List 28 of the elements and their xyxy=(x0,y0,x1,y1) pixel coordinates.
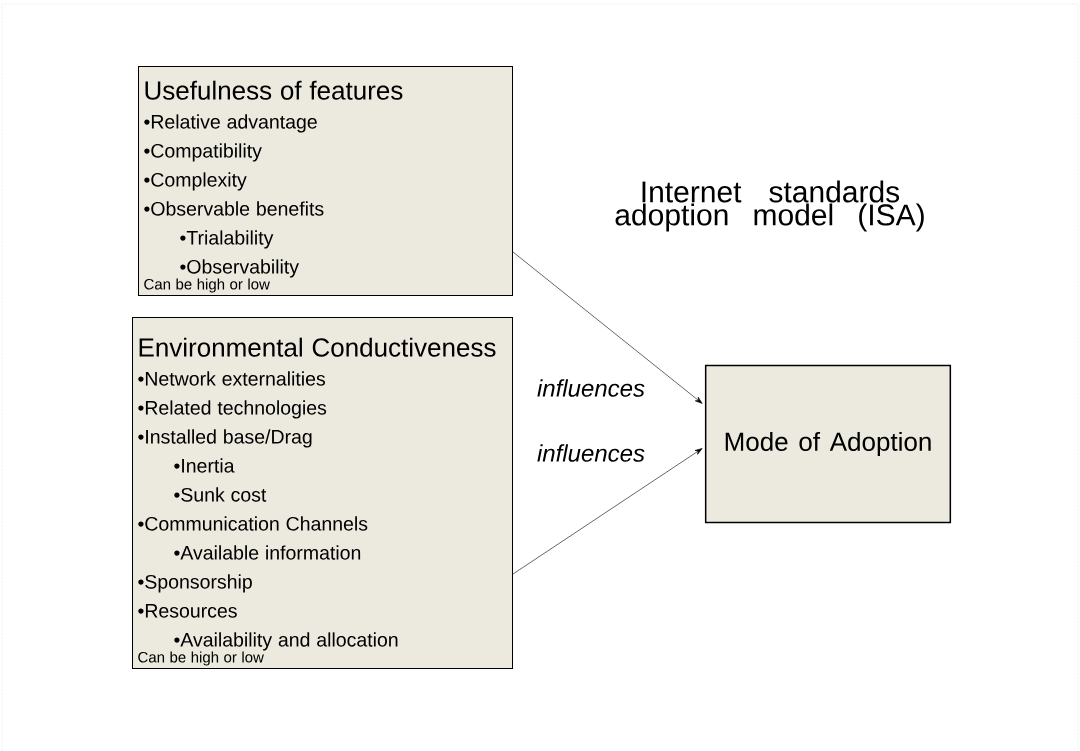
factor-box xyxy=(138,66,513,297)
list-item: •Compatibility xyxy=(144,143,262,162)
arrow xyxy=(512,251,703,404)
list-item: •Sponsorship xyxy=(138,574,252,593)
edge-label: influences xyxy=(535,443,647,463)
list-item: •Communication Channels xyxy=(138,516,368,531)
list-item: •Relative advantage xyxy=(144,114,317,133)
factor-box xyxy=(132,317,513,669)
outcome-box: Mode of Adoption xyxy=(704,364,952,524)
list-item: •Related technologies xyxy=(138,400,327,419)
box-heading: Environmental Conductiveness xyxy=(139,337,496,357)
list-item: •Inertia xyxy=(174,458,235,473)
list-item: •Complexity xyxy=(144,172,247,191)
list-item: •Network externalities xyxy=(138,371,325,386)
list-item: •Resources xyxy=(138,604,237,618)
list-item: •Sunk cost xyxy=(174,487,267,502)
list-item: •Availability and allocation xyxy=(174,632,398,651)
list-item: •Installed base/Drag xyxy=(138,429,312,448)
list-item: •Trialability xyxy=(180,230,274,249)
title: Internet standards adoption model (ISA) xyxy=(615,180,924,232)
list-item: •Available information xyxy=(174,545,361,560)
note: Can be high or low xyxy=(138,651,264,666)
note: Can be high or low xyxy=(144,278,270,293)
box-heading: Usefulness of features xyxy=(145,80,403,100)
arrow xyxy=(512,448,703,575)
list-item: •Observability xyxy=(180,259,299,278)
list-item: •Observable benefits xyxy=(144,201,324,216)
edge-label: influences xyxy=(535,378,647,398)
